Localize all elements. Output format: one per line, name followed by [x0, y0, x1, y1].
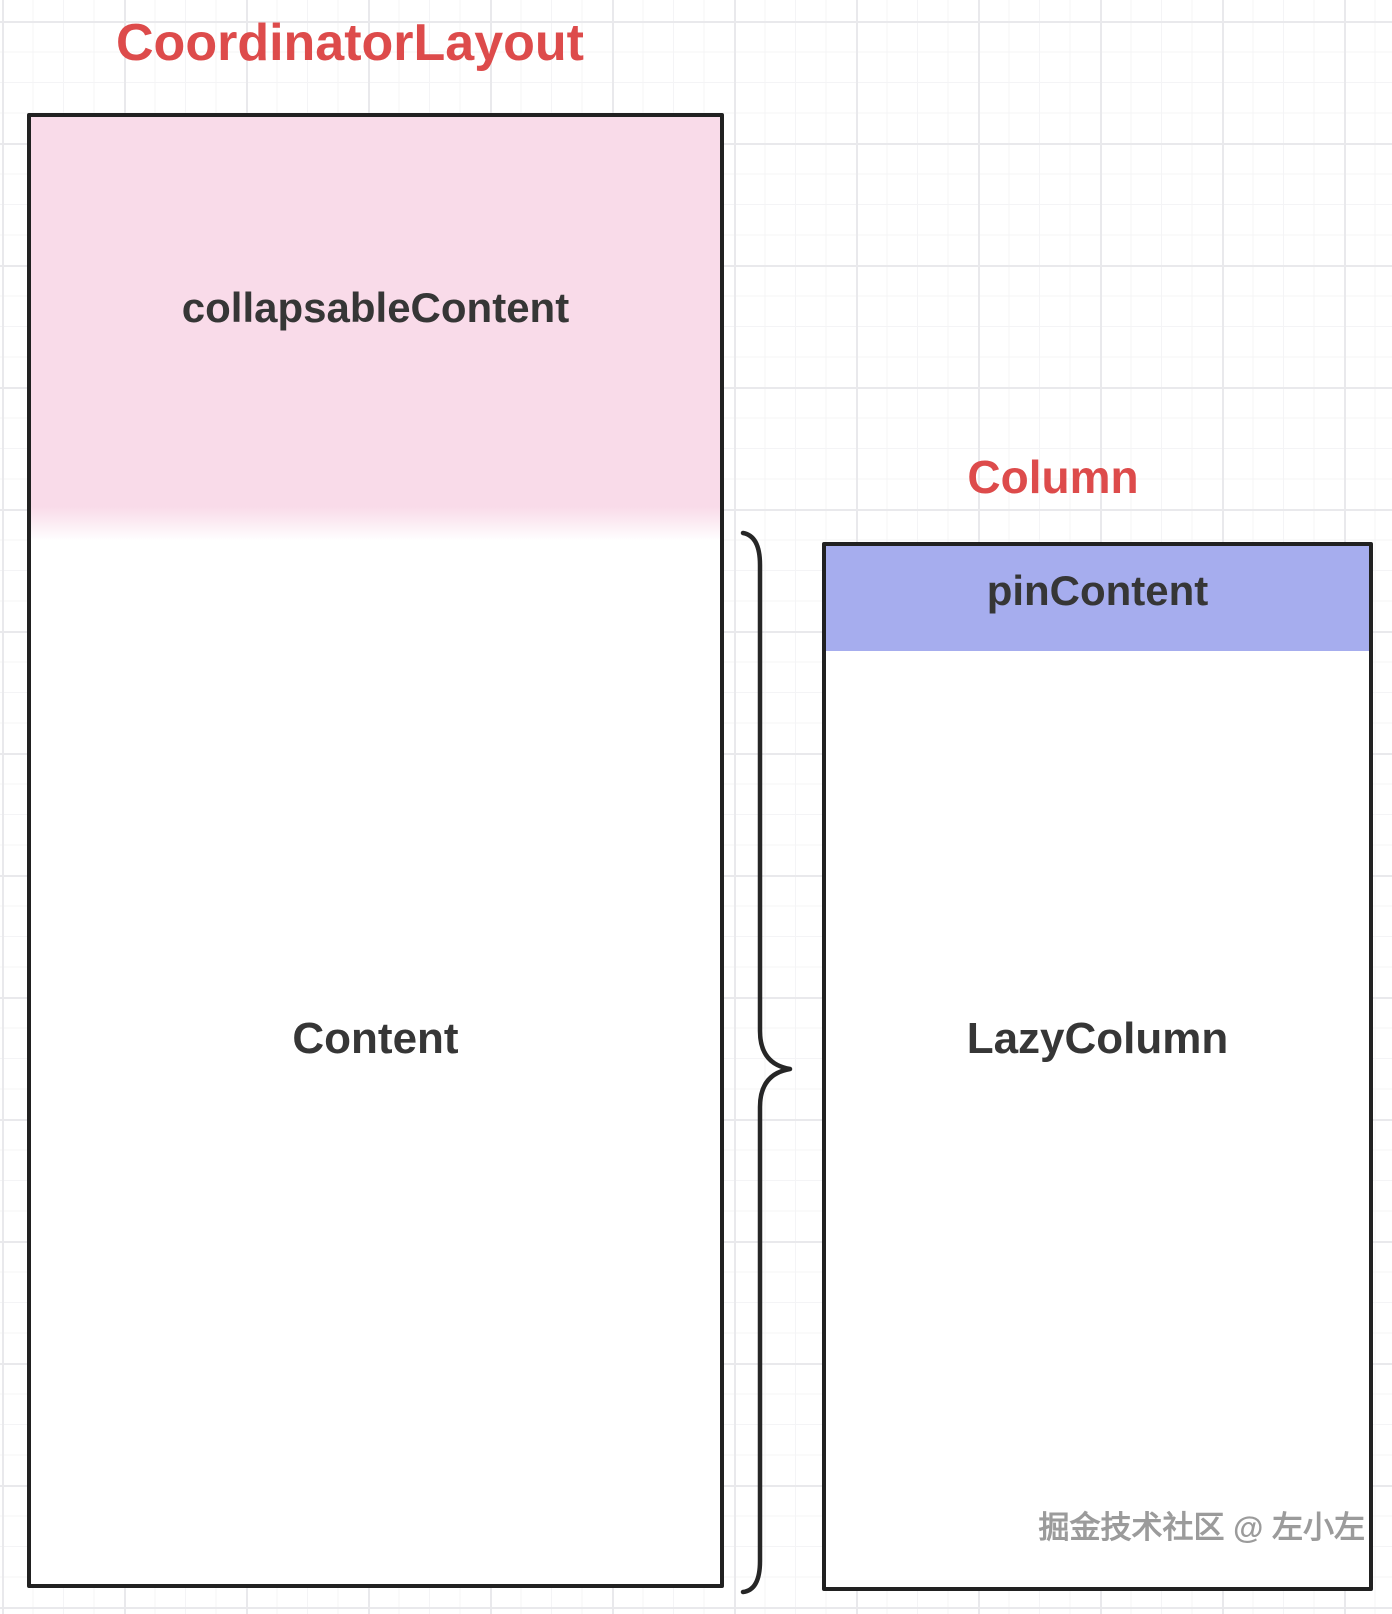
column-title: Column	[967, 451, 1139, 503]
pin-content-label: pinContent	[986, 567, 1209, 614]
coordinator-layout-box	[27, 113, 724, 1588]
collapsable-content-label: collapsableContent	[181, 284, 570, 331]
pin-content-region	[826, 546, 1369, 651]
coordinator-layout-title: CoordinatorLayout	[116, 14, 584, 72]
lazy-column-label: LazyColumn	[966, 1014, 1229, 1063]
content-label: Content	[292, 1014, 459, 1063]
watermark: 掘金技术社区 @ 左小左	[1038, 1510, 1365, 1545]
right-curly-brace-icon	[740, 530, 793, 1595]
column-box	[822, 542, 1373, 1591]
collapsable-content-region	[31, 117, 720, 541]
